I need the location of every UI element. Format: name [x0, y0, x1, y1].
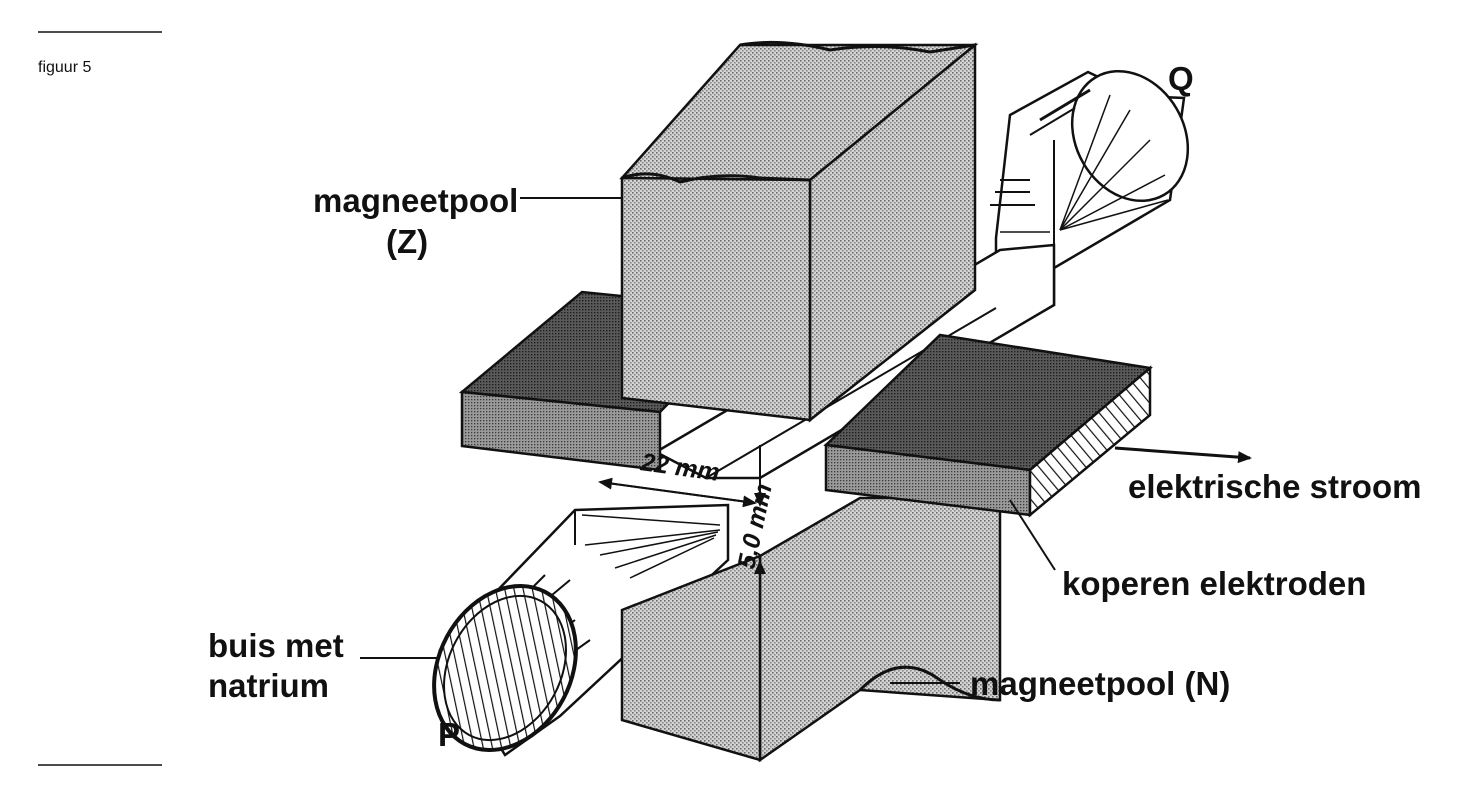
label-pole-north: magneetpool (N)	[970, 665, 1230, 702]
label-electrodes: koperen elektroden	[1062, 565, 1366, 602]
label-tube-line1: buis met	[208, 627, 344, 664]
figure-caption: figuur 5	[38, 59, 91, 76]
label-end-q: Q	[1168, 60, 1194, 97]
leader-electrodes	[1009, 499, 1056, 571]
label-pole-south-letter: (Z)	[386, 223, 428, 260]
magnet-pole-north	[620, 496, 1002, 763]
label-end-p: P	[438, 716, 460, 753]
label-current: elektrische stroom	[1128, 468, 1421, 505]
tube-end-q	[1070, 69, 1190, 203]
tube-end-p	[432, 583, 578, 753]
current-arrow	[1114, 446, 1252, 464]
copper-electrode-front	[823, 333, 1153, 518]
label-pole-south: magneetpool	[313, 182, 518, 219]
label-tube-line2: natrium	[208, 667, 329, 704]
magnet-pole-south	[619, 40, 979, 423]
